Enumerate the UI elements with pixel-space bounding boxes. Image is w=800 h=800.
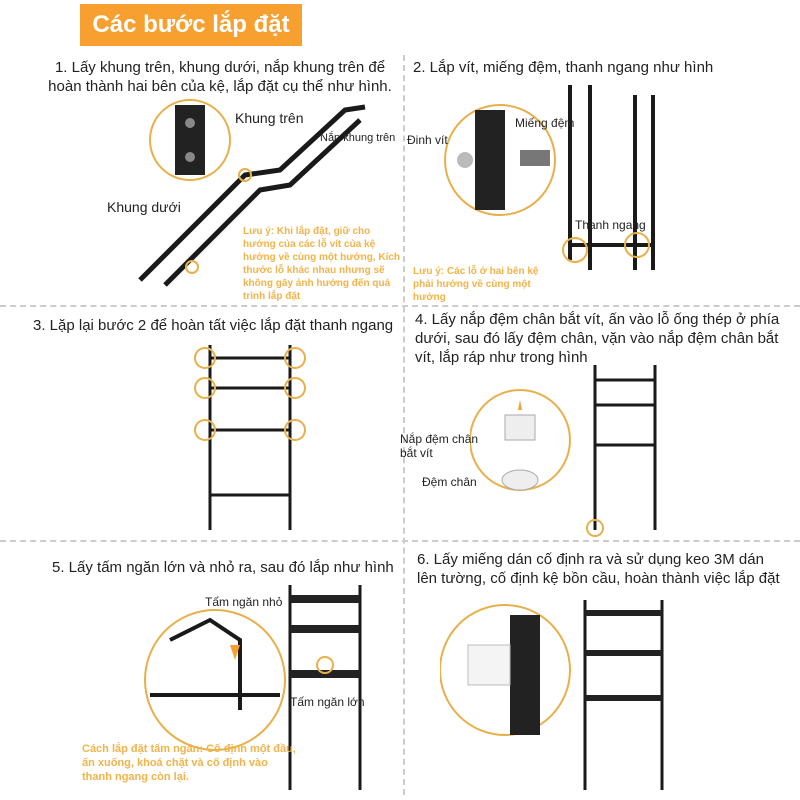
step-5-illustration (144, 585, 362, 790)
step-1-text: 1. Lấy khung trên, khung dưới, nắp khung… (48, 59, 392, 95)
label-tam-ngan-lon: Tấm ngăn lớn (290, 695, 365, 709)
divider (0, 305, 800, 307)
step-6-text: 6. Lấy miếng dán cố định ra và sử dụng k… (417, 551, 780, 587)
step-3-text: 3. Lặp lại bước 2 để hoàn tất việc lắp đ… (33, 317, 394, 334)
label-nap-khung-tren: Nắp khung trên (320, 132, 396, 144)
step-5-text: 5. Lấy tấm ngăn lớn và nhỏ ra, sau đó lắ… (52, 559, 394, 576)
label-khung-duoi: Khung dưới (107, 199, 181, 215)
step-5-note: Cách lắp đặt tấm ngăn: Cố định một đầu, … (82, 743, 296, 783)
label-thanh-ngang: Thanh ngang (575, 218, 646, 232)
step-2-illustration (444, 85, 655, 270)
step-3-illustration (194, 345, 306, 530)
page-title: Các bước lắp đặt (80, 4, 302, 46)
label-khung-tren: Khung trên (235, 110, 304, 126)
label-nap-dem-chan: Nắp đệm chân bắt vít (400, 432, 479, 460)
divider (403, 55, 405, 795)
step-4-text: 4. Lấy nắp đệm chân bắt vít, ấn vào lỗ ố… (415, 311, 780, 366)
step-2-text: 2. Lắp vít, miếng đệm, thanh ngang như h… (413, 59, 714, 76)
divider (0, 540, 800, 542)
step-4-illustration (470, 365, 657, 537)
step-6-illustration (440, 600, 664, 790)
label-mieng-dem: Miếng đệm (515, 116, 575, 130)
step-2-note: Lưu ý: Các lỗ ở hai bên kệ phải hướng về… (413, 266, 539, 303)
step-1-illustration (138, 99, 366, 287)
label-tam-ngan-nho: Tấm ngăn nhỏ (205, 595, 283, 609)
step-1-note: Lưu ý: Khi lắp đặt, giữ cho hướng của cá… (243, 226, 401, 302)
label-dem-chan: Đệm chân (422, 475, 477, 489)
label-dinh-vit: Đinh vít (407, 133, 448, 147)
